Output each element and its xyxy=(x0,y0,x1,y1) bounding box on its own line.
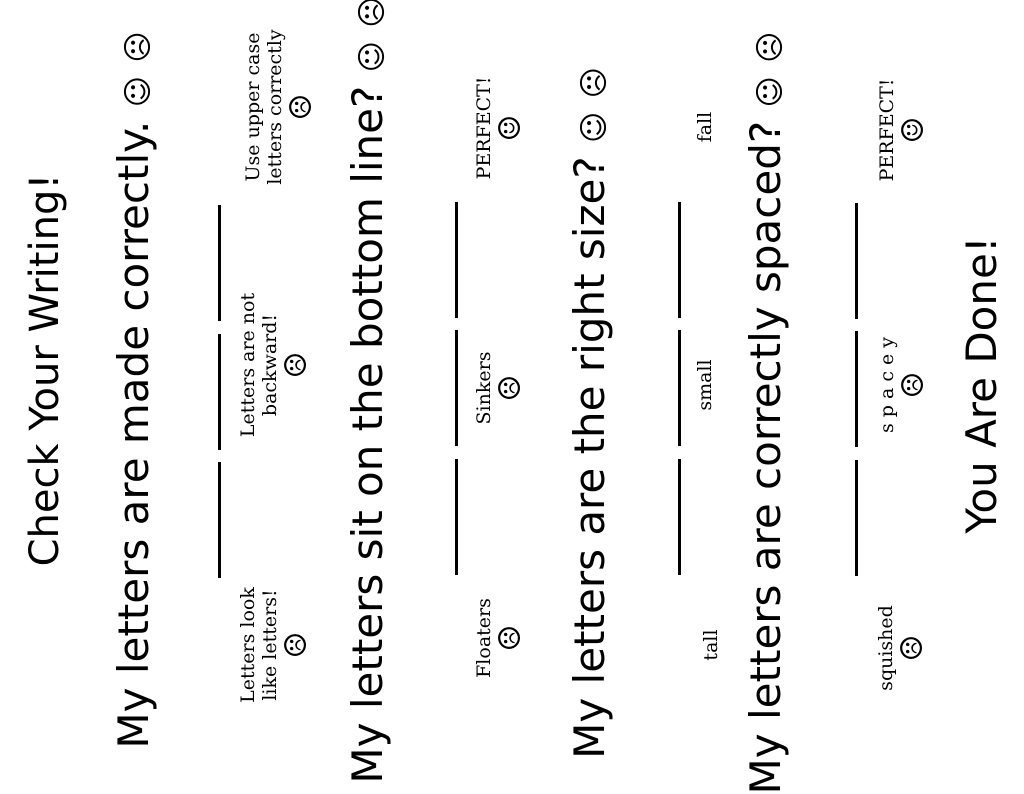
happy-face-icon[interactable]: ☺ xyxy=(121,76,156,108)
sad-face-icon[interactable]: ☹ xyxy=(492,624,528,652)
sad-face-icon[interactable]: ☹ xyxy=(121,31,156,63)
writing-line xyxy=(855,460,858,576)
question-text: My letters sit on the bottom line? xyxy=(343,85,392,784)
option-letters-look-like-letters: Letters look like letters! ☹ xyxy=(237,587,314,703)
writing-line xyxy=(455,330,458,446)
question-sit-on-bottom-line: My letters sit on the bottom line? ☺ ☹ xyxy=(343,0,392,784)
writing-line xyxy=(855,203,858,319)
option-squished: squished ☹ xyxy=(875,605,930,691)
question-right-size: My letters are the right size? ☺ ☹ xyxy=(565,67,614,759)
writing-line xyxy=(218,462,221,578)
sad-face-icon[interactable]: ☹ xyxy=(753,31,788,63)
sad-face-icon[interactable]: ☹ xyxy=(283,93,319,121)
question-letters-made-correctly: My letters are made correctly. ☺ ☹ xyxy=(109,31,158,748)
happy-face-icon[interactable]: ☺ xyxy=(492,114,528,142)
option-fall: fall xyxy=(694,111,717,143)
option-perfect: PERFECT! ☺ xyxy=(876,79,931,182)
sad-face-icon[interactable]: ☹ xyxy=(492,374,528,402)
happy-face-icon[interactable]: ☺ xyxy=(355,41,390,73)
sad-face-icon[interactable]: ☹ xyxy=(355,0,390,28)
sad-face-icon[interactable]: ☹ xyxy=(895,371,931,399)
writing-line xyxy=(855,331,858,447)
option-perfect: PERFECT! ☺ xyxy=(473,77,528,180)
writing-line xyxy=(218,205,221,321)
option-label-line: Letters look xyxy=(237,587,260,703)
question-text: My letters are correctly spaced? xyxy=(741,120,790,794)
question-text: My letters are the right size? xyxy=(565,156,614,759)
done-heading: You Are Done! xyxy=(957,236,1006,534)
sad-face-icon[interactable]: ☹ xyxy=(278,351,314,379)
option-tall: tall xyxy=(700,629,723,661)
sad-face-icon[interactable]: ☹ xyxy=(894,634,930,662)
option-letters-not-backward: Letters are not backward! ☹ xyxy=(237,292,314,438)
option-floaters: Floaters ☹ xyxy=(473,598,528,678)
writing-line xyxy=(455,459,458,575)
option-upper-case-correctly: Use upper case letters correctly ☹ xyxy=(242,29,319,184)
option-sinkers: Sinkers ☹ xyxy=(473,352,528,425)
writing-line xyxy=(218,334,221,450)
writing-line xyxy=(678,459,681,575)
happy-face-icon[interactable]: ☺ xyxy=(895,116,931,144)
question-correctly-spaced: My letters are correctly spaced? ☺ ☹ xyxy=(741,31,790,794)
writing-line xyxy=(455,202,458,318)
option-label-line: Letters are not xyxy=(237,292,260,438)
option-spacey: s p a c e y ☹ xyxy=(876,337,931,433)
writing-line xyxy=(678,330,681,446)
writing-line xyxy=(678,202,681,318)
happy-face-icon[interactable]: ☺ xyxy=(577,111,612,144)
option-small: small xyxy=(694,359,717,411)
happy-face-icon[interactable]: ☺ xyxy=(753,76,788,108)
option-label-line: Use upper case xyxy=(242,32,265,182)
page-title: Check Your Writing! xyxy=(22,173,68,567)
question-text: My letters are made correctly. xyxy=(109,120,158,749)
sad-face-icon[interactable]: ☹ xyxy=(278,631,314,659)
sad-face-icon[interactable]: ☹ xyxy=(577,67,612,99)
